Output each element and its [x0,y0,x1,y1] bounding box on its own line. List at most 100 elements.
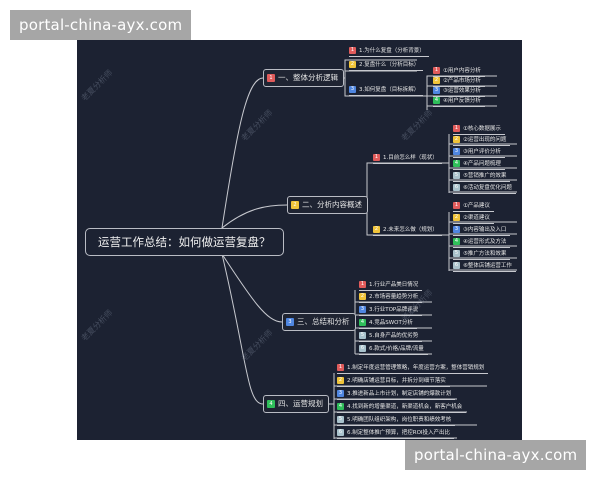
badge-icon: 3 [359,306,366,313]
badge-icon: 4 [359,319,366,326]
leaf-label: ⑥整体店铺运营工作 [463,263,512,269]
badge-icon: 2 [291,201,299,209]
badge-icon: 4 [453,160,460,167]
badge-icon: 6 [453,262,460,269]
badge-icon: 2 [349,61,356,68]
leaf-label: ②渠道建议 [463,215,490,221]
leaf-label: ③内容输出及入口 [463,227,507,233]
subnode-label: 4.找到新的增量渠道，新渠道机会，新客户机会 [347,404,463,410]
subnode-label: 1.行业产品美日情况 [369,282,419,288]
subnode-label: 5.明确团队组织架构，岗位职责和绩效考核 [347,417,452,423]
badge-icon: 6 [359,345,366,352]
leaf-label: ①核心数据展示 [463,126,501,132]
subnode-label: 3.推进新品上市计划，制定店铺的爆款计划 [347,391,452,397]
leaf-label: ②运营出现的问题 [463,137,507,143]
badge-icon: 2 [359,293,366,300]
leaf-label: ②产品市场分析 [443,78,481,84]
badge-icon: 2 [453,214,460,221]
subnode-label: 5.自身产品的优劣势 [369,333,419,339]
badge-icon: 4 [433,97,440,104]
leaf-label: ⑤营销推广的效果 [463,173,507,179]
root-node[interactable]: 运营工作总结：如何做运营复盘？ [85,228,284,256]
badge-icon: 3 [453,148,460,155]
leaf-label: ③用户评价分析 [463,149,501,155]
leaf-label: ⑤推广方法和效果 [463,251,507,257]
subnode-label: 4.竞品SWOT分析 [369,320,413,326]
branch-label: 三、总结和分析 [297,317,350,326]
badge-icon: 4 [267,400,275,408]
subnode-label: 1.制定年度运营管理策略，年度运营方案，整体营销规划 [347,365,485,371]
badge-icon: 2 [373,226,380,233]
subnode-label: 1.目前怎么样（现状） [383,155,438,161]
badge-icon: 3 [286,318,294,326]
mindmap-canvas: 老夏分析师 老夏分析师 老夏分析师 老夏分析师 老夏分析师 老夏分析师 运营工作… [77,40,522,440]
subnode-label: 2.复盘什么（分析目标） [359,62,420,68]
subnode-label: 2.明确店铺运营目标，并拆分到细节落实 [347,378,446,384]
badge-icon: 4 [453,238,460,245]
leaf-label: ①产品建议 [463,203,490,209]
branch-label: 二、分析内容概述 [302,200,362,209]
subnode-label: 6.款式/价格/品牌/流量 [369,346,424,352]
badge-icon: 6 [337,429,344,436]
badge-icon: 1 [453,202,460,209]
branch-label: 一、整体分析逻辑 [278,73,338,82]
subnode-label: 6.制定整体推广预算，把控ROI投入产出比 [347,430,451,436]
leaf-label: ④运营形式及方法 [463,239,507,245]
badge-icon: 5 [359,332,366,339]
badge-icon: 3 [349,86,356,93]
leaf-label: ③运营效果分析 [443,88,481,94]
badge-icon: 1 [373,154,380,161]
badge-icon: 3 [453,226,460,233]
badge-icon: 1 [433,67,440,74]
leaf-label: ①用户内容分析 [443,68,481,74]
watermark-bottom: portal-china-ayx.com [405,440,587,470]
branch-label: 四、运营规划 [278,399,323,408]
badge-icon: 1 [267,74,275,82]
badge-icon: 3 [337,390,344,397]
badge-icon: 5 [453,172,460,179]
subnode-label: 3.行业TOP品牌评说 [369,307,419,313]
badge-icon: 4 [337,403,344,410]
badge-icon: 2 [337,377,344,384]
subnode-label: 2.未来怎么做（规划） [383,227,438,233]
watermark-top: portal-china-ayx.com [10,10,192,40]
subnode-label: 2.市场容量趋势分析 [369,294,419,300]
